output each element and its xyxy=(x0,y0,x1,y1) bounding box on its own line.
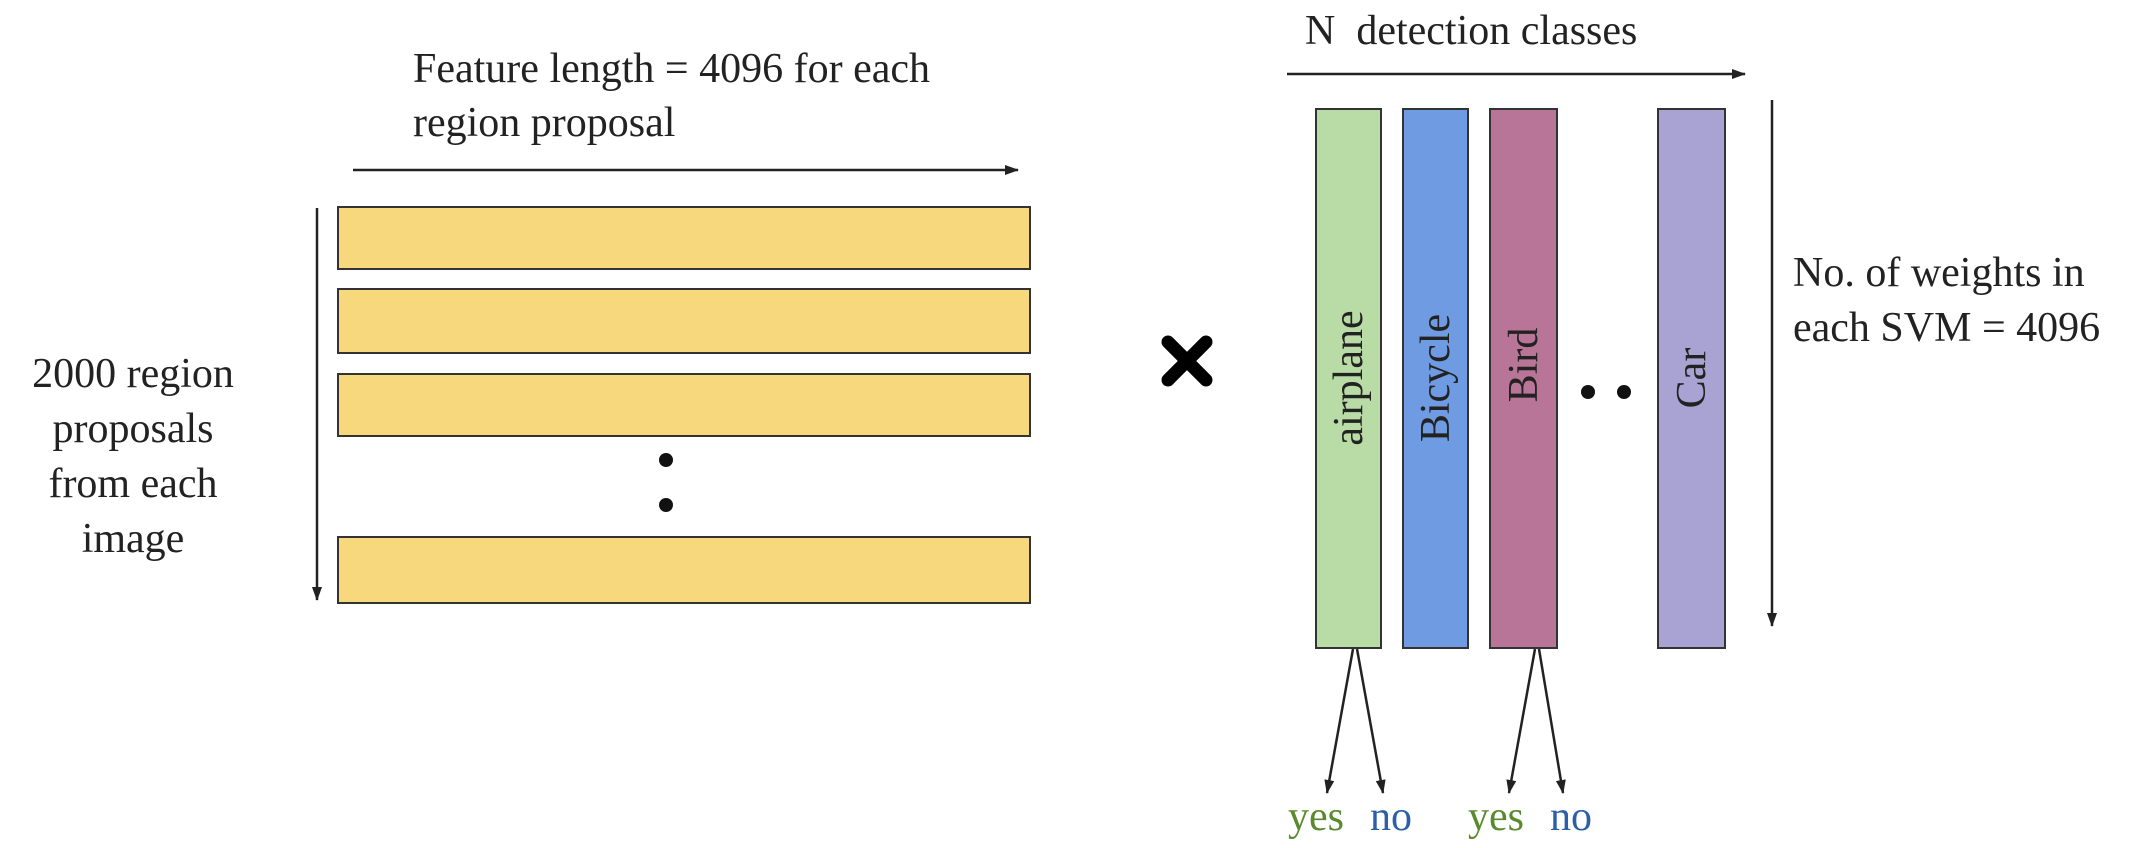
ellipsis-dot xyxy=(1617,385,1631,399)
ellipsis-dot xyxy=(659,498,673,512)
svm-column-label: Bird xyxy=(1501,328,1547,403)
yes-arrow xyxy=(1506,648,1537,794)
yes-label: yes xyxy=(1468,794,1524,840)
feature-bar xyxy=(337,288,1031,354)
feature-bar xyxy=(337,206,1031,270)
no-label: no xyxy=(1550,794,1592,840)
feature-bar xyxy=(337,373,1031,437)
feature-length-label: Feature length = 4096 for each xyxy=(413,46,930,92)
proposals-label-line1: 2000 region xyxy=(32,351,234,397)
svm-column-label: Bicycle xyxy=(1413,314,1459,442)
ellipsis-dot xyxy=(659,453,673,467)
yes-arrow xyxy=(1324,648,1355,794)
svm-column-bird: Bird xyxy=(1489,108,1558,649)
yes-label: yes xyxy=(1288,794,1344,840)
multiply-icon xyxy=(1161,335,1213,387)
svm-column-label: Car xyxy=(1669,348,1715,409)
weights-label-line2: each SVM = 4096 xyxy=(1793,305,2100,351)
svm-column-car: Car xyxy=(1657,108,1726,649)
no-arrow xyxy=(1355,648,1386,794)
proposals-label-line3: from each xyxy=(48,461,217,507)
proposals-label-line4: image xyxy=(82,516,185,562)
weights-label-line1: No. of weights in xyxy=(1793,250,2085,296)
svm-column-airplane: airplane xyxy=(1315,108,1382,649)
no-label: no xyxy=(1370,794,1412,840)
feature-length-label-line2: region proposal xyxy=(413,100,675,146)
no-arrow xyxy=(1537,648,1566,794)
proposals-label-line2: proposals xyxy=(53,406,214,452)
svm-column-bicycle: Bicycle xyxy=(1402,108,1469,649)
ellipsis-dot xyxy=(1581,385,1595,399)
feature-bar xyxy=(337,536,1031,604)
svm-column-label: airplane xyxy=(1326,310,1372,445)
detection-classes-label: N detection classes xyxy=(1305,8,1637,54)
